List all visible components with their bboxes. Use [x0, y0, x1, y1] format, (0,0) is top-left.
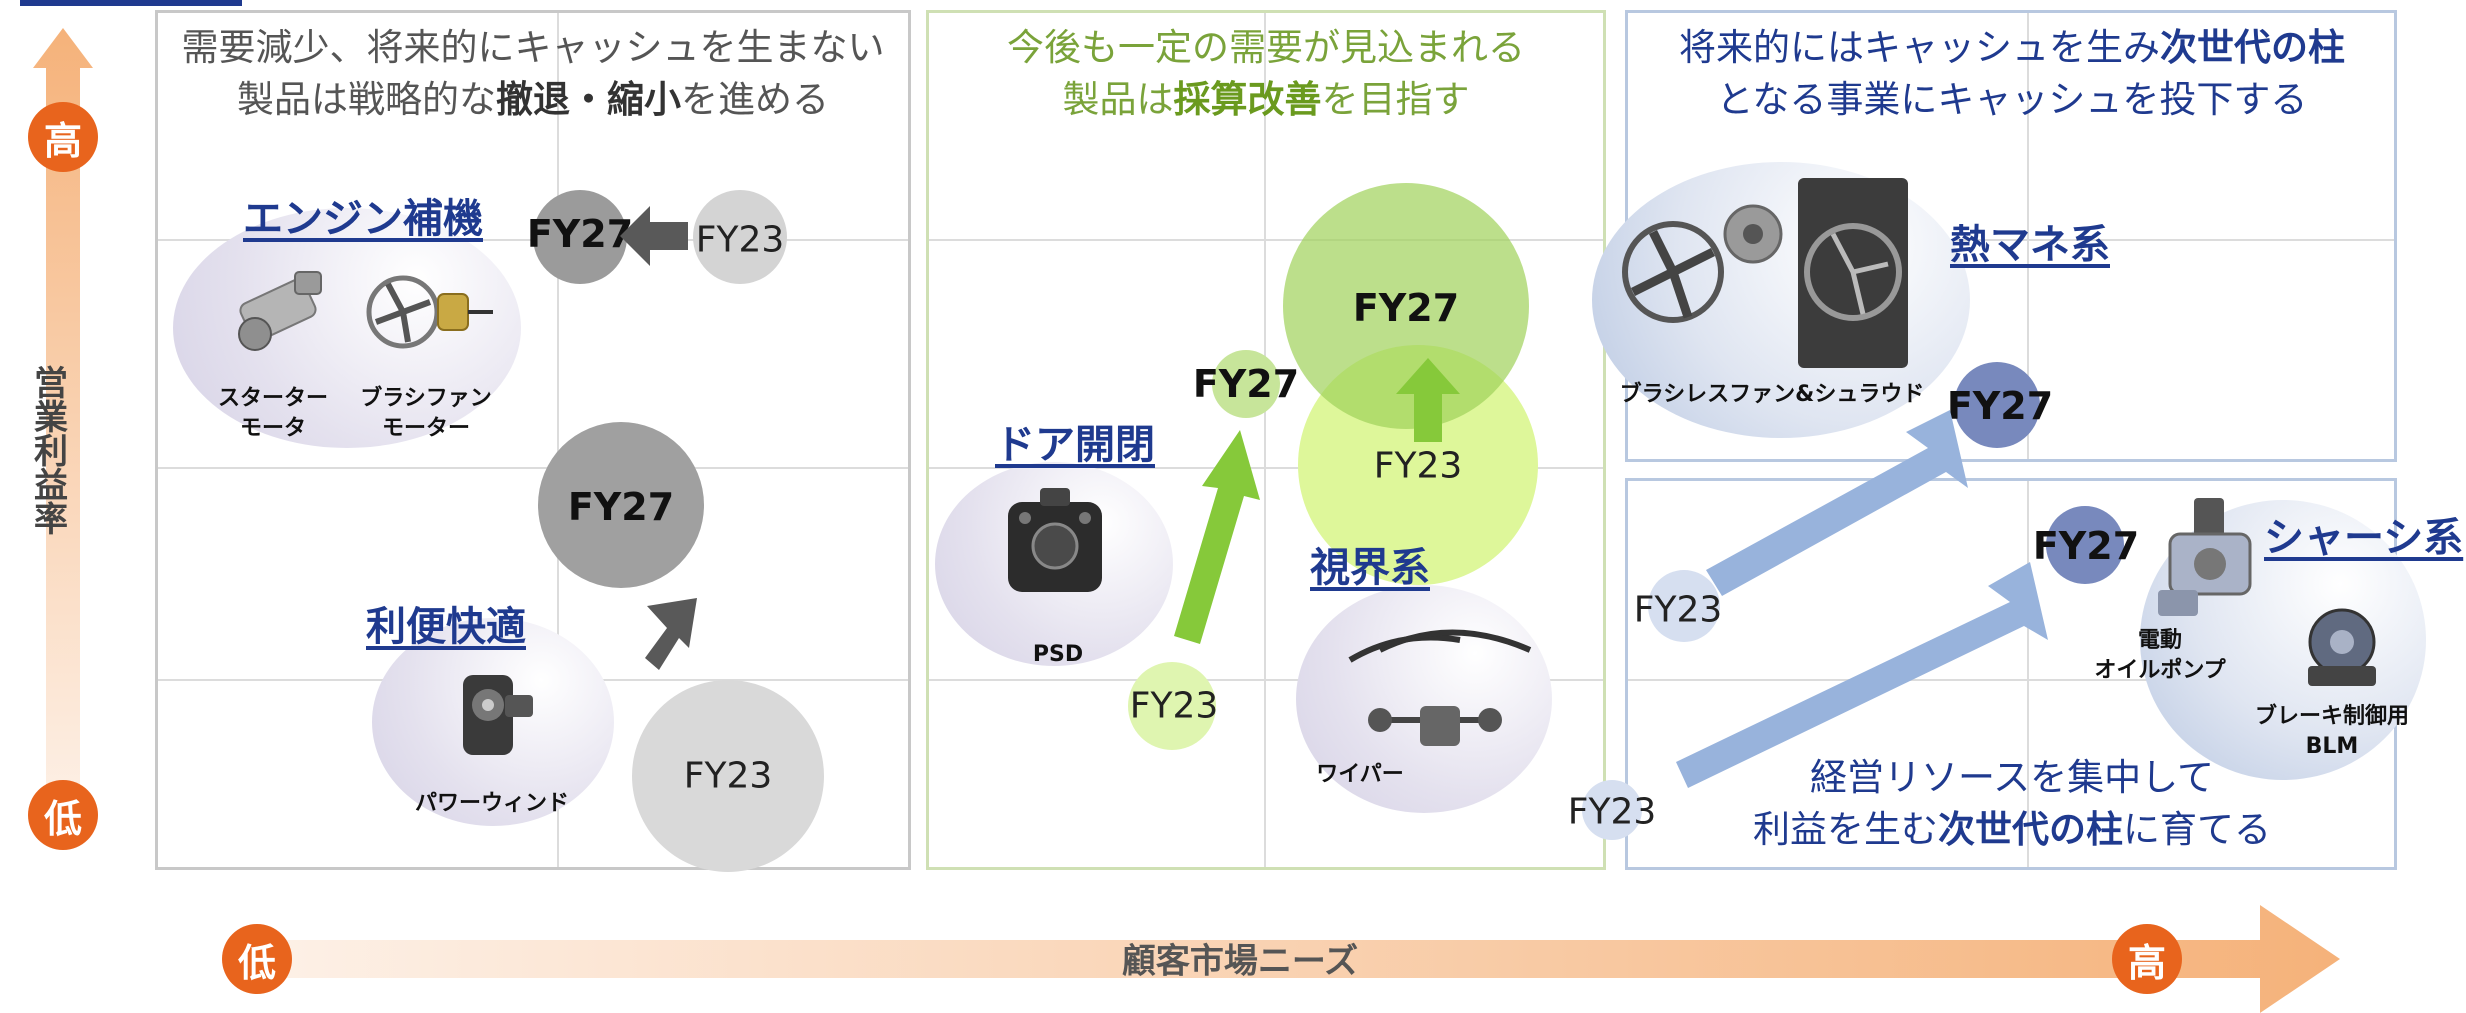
comfort-fy27-bubble — [538, 422, 704, 588]
door-fy23-label: FY23 — [1129, 685, 1219, 727]
comfort-fy23-label: FY23 — [683, 755, 773, 797]
starter-motor-label: スターター モータ — [218, 384, 328, 444]
engine-fy27-bubble — [533, 190, 627, 284]
corner-accent-bar — [20, 0, 242, 6]
power-window-label: パワーウィンド — [414, 791, 570, 816]
brushless-fan-shroud-icon — [1622, 178, 1908, 368]
brake-control-blm-label: ブレーキ制御用 BLM — [2255, 702, 2409, 762]
door-fy27-bubble — [1212, 350, 1280, 418]
wiper-label: ワイパー — [1316, 762, 1404, 787]
panel-invest-footer-line2: 利益を生む次世代の柱に育てる — [1753, 808, 2271, 851]
thermal-fy23-bubble — [1648, 570, 1720, 642]
electric-oil-pump-label: 電動 オイルポンプ — [2094, 626, 2225, 686]
thermal-arrow — [1706, 410, 1968, 596]
panel-withdraw-header-line1: 需要減少、将来的にキャッシュを生まない — [181, 26, 885, 69]
thermal-category-title[interactable]: 熱マネ系 — [1950, 222, 2110, 268]
x-axis-arrow — [280, 905, 2340, 1013]
electric-oil-pump-icon — [2158, 498, 2252, 616]
thermal-fy23-label: FY23 — [1633, 589, 1723, 631]
psd-icon — [1008, 488, 1102, 592]
panel-invest-header-line2: となる事業にキャッシュを投下する — [1716, 78, 2308, 121]
chassis-fy27-bubble — [2046, 506, 2124, 584]
y-axis-low-badge: 低 — [28, 780, 98, 850]
brake-control-blm-icon — [2308, 608, 2376, 686]
electric-oil-pump-label-text: 電動 オイルポンプ — [2094, 628, 2226, 683]
door-fy23-bubble — [1128, 662, 1216, 750]
x-axis-low-badge: 低 — [222, 924, 292, 994]
brushed-fan-motor-label: ブラシファン モーター — [360, 384, 492, 444]
y-axis-label: 営業利益率 — [27, 365, 68, 535]
engine-fy23-label: FY23 — [695, 219, 785, 261]
brushed-fan-motor-label-text: ブラシファン モーター — [360, 386, 492, 441]
chassis-fy23-bubble — [1582, 780, 1642, 840]
panel-invest-header-line1: 将来的にはキャッシュを生み次世代の柱 — [1679, 26, 2345, 69]
panel-invest-footer-line1: 経営リソースを集中して — [1809, 756, 2215, 799]
chassis-fy27-label: FY27 — [2032, 524, 2140, 568]
comfort-category-title[interactable]: 利便快適 — [366, 604, 526, 650]
x-axis-label: 顧客市場ニーズ — [1121, 941, 1359, 982]
panel-withdraw-header-line2: 製品は戦略的な撤退・縮小を進める — [237, 78, 829, 121]
brushless-fan-shroud-label: ブラシレスファン&シュラウド — [1619, 382, 1925, 407]
door-fy27-label: FY27 — [1192, 362, 1300, 406]
brake-control-blm-label-text: ブレーキ制御用 BLM — [2254, 704, 2410, 759]
power-window-icon — [463, 675, 533, 755]
vision-category-title[interactable]: 視界系 — [1310, 545, 1430, 591]
panel-invest-footer: 経営リソースを集中して 利益を生む次世代の柱に育てる — [1753, 752, 2271, 856]
panel-improve — [926, 10, 1606, 870]
y-axis-arrow — [33, 28, 93, 808]
chassis-arrow — [1676, 562, 2048, 788]
vision-fy23-label: FY23 — [1373, 445, 1463, 487]
wiper-icon — [1348, 629, 1532, 746]
panel-withdraw — [155, 10, 911, 870]
panel-withdraw-header: 需要減少、将来的にキャッシュを生まない 製品は戦略的な撤退・縮小を進める — [182, 22, 885, 126]
panel-invest-header: 将来的にはキャッシュを生み次世代の柱 となる事業にキャッシュを投下する — [1679, 22, 2345, 126]
x-axis-high-badge: 高 — [2112, 924, 2182, 994]
engine-category-title[interactable]: エンジン補機 — [243, 196, 483, 242]
vision-arrow — [1396, 358, 1460, 442]
thermal-fy27-bubble — [1954, 362, 2040, 448]
panel-improve-header-line1: 今後も一定の需要が見込まれる — [1007, 26, 1525, 69]
chassis-fy23-label: FY23 — [1567, 791, 1657, 833]
psd-label: PSD — [1032, 642, 1084, 667]
door-arrow — [1174, 430, 1260, 644]
brushed-fan-motor-icon — [366, 275, 493, 349]
comfort-arrow — [645, 598, 697, 670]
vision-fy27-label: FY27 — [1352, 286, 1460, 330]
door-category-title[interactable]: ドア開閉 — [995, 422, 1155, 468]
y-axis-high-badge: 高 — [28, 102, 98, 172]
starter-motor-icon — [238, 271, 322, 351]
comfort-fy23-bubble — [632, 680, 824, 872]
engine-fy27-label: FY27 — [526, 212, 634, 256]
starter-motor-label-text: スターター モータ — [217, 386, 329, 441]
comfort-fy27-label: FY27 — [567, 485, 675, 529]
panel-improve-header: 今後も一定の需要が見込まれる 製品は採算改善を目指す — [1007, 22, 1525, 126]
panel-improve-header-line2: 製品は採算改善を目指す — [1062, 78, 1470, 121]
engine-arrow — [620, 206, 688, 266]
engine-fy23-bubble — [693, 190, 787, 284]
chassis-category-title[interactable]: シャーシ系 — [2264, 515, 2464, 561]
thermal-fy27-label: FY27 — [1946, 384, 2054, 428]
vision-product-bubble — [1296, 585, 1552, 813]
